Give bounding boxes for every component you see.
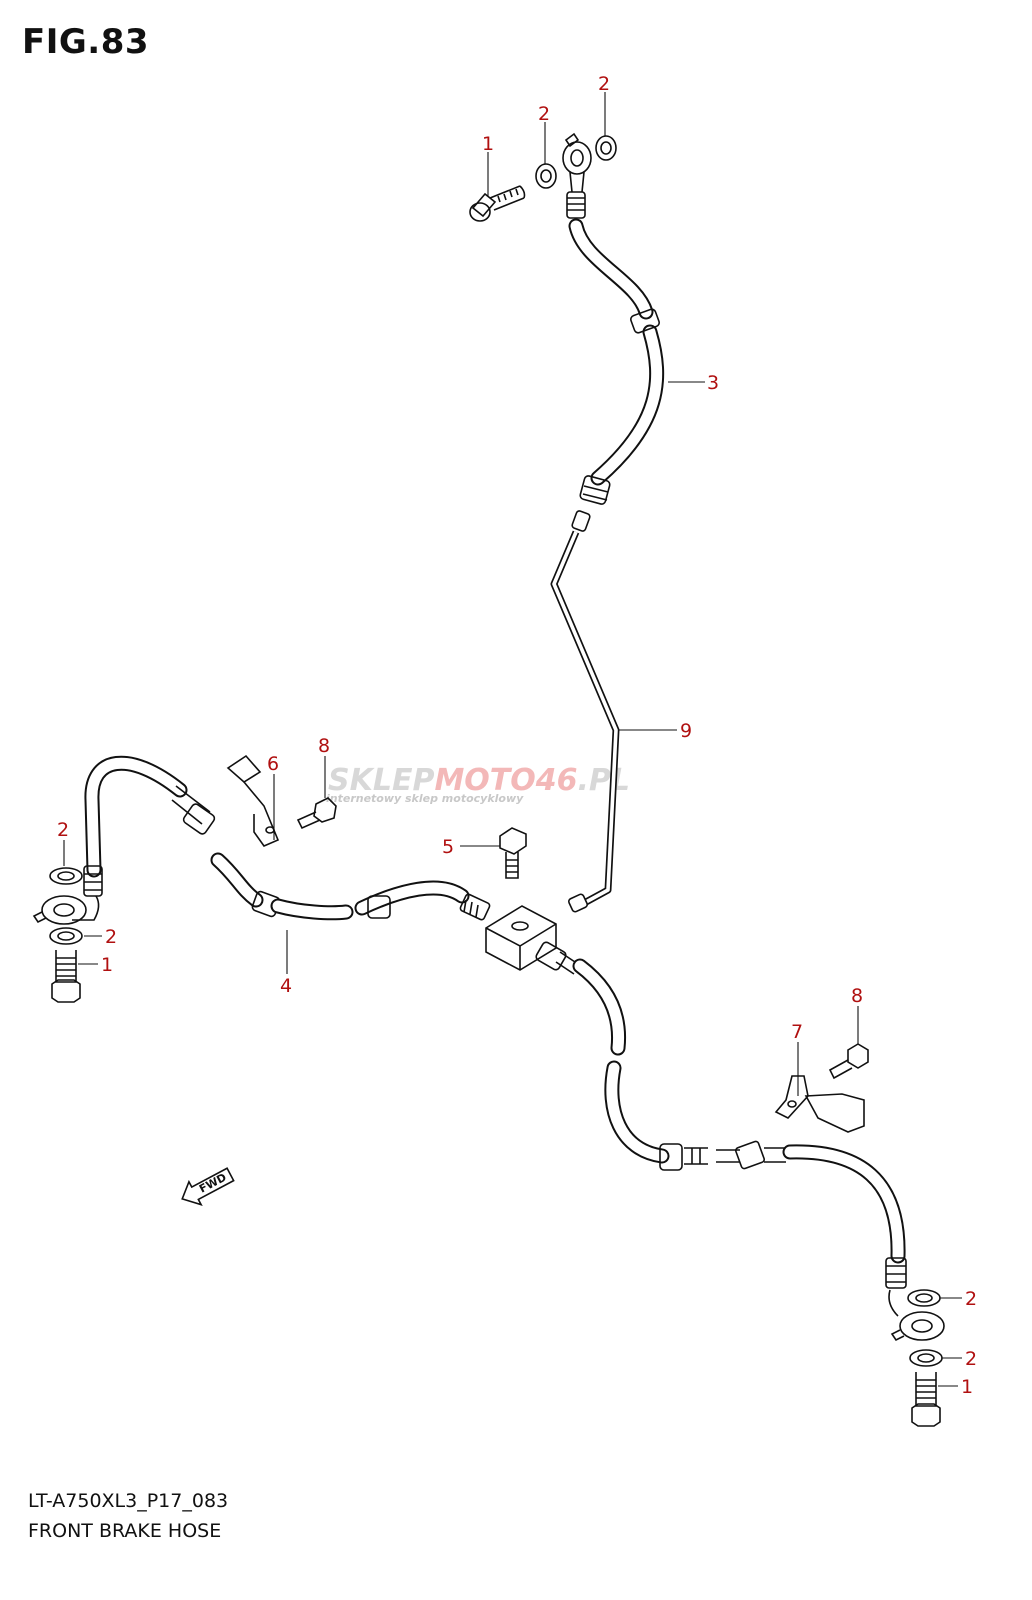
watermark-brand-red: MOTO46: [434, 763, 577, 798]
model-code: LT-A750XL3_P17_083: [28, 1490, 229, 1512]
bolt-left: [296, 797, 337, 830]
callout-hose-left: 4: [280, 975, 292, 997]
brake-hose-left: [83, 755, 491, 921]
brake-hose-right: [535, 941, 907, 1289]
junction-block: [485, 905, 557, 971]
washer-left-upper: [49, 867, 83, 885]
banjo-fitting-right: [888, 1289, 945, 1342]
leader-lines: [63, 92, 962, 1387]
callout-banjo-bolt-right: 1: [961, 1376, 973, 1398]
washer-right-upper: [907, 1289, 941, 1307]
watermark-brand-1: SKLEP: [328, 763, 434, 798]
svg-text:SKLEPMOTO46.PL: SKLEPMOTO46.PL: [328, 763, 630, 798]
callout-banjo-bolt-left: 1: [101, 954, 113, 976]
watermark-tagline: internetowy sklep motocyklowy: [326, 792, 524, 805]
watermark-brand-2: .PL: [578, 763, 631, 798]
callout-brake-pipe: 9: [680, 720, 692, 742]
brake-hose-upper: [568, 218, 665, 532]
callouts: 1 2 2 3 9 6 8 2 2 1 4 5 8 7 2 2 1: [57, 73, 977, 1398]
diagram-title: FRONT BRAKE HOSE: [28, 1520, 222, 1542]
callout-washer-right-lower: 2: [965, 1348, 977, 1370]
washer-left-lower: [49, 927, 83, 945]
washer-upper-1: [535, 163, 557, 189]
banjo-bolt-left: [51, 950, 81, 1003]
washer-upper-2: [595, 135, 617, 161]
banjo-fitting-upper: [562, 132, 592, 219]
watermark: SKLEPMOTO46.PL internetowy sklep motocyk…: [326, 763, 630, 805]
brake-pipe: [550, 530, 620, 913]
fwd-arrow: FWD: [181, 1167, 235, 1207]
bracket-right: [774, 1075, 865, 1133]
banjo-bolt-right: [911, 1372, 941, 1427]
callout-hose-upper: 3: [707, 372, 719, 394]
banjo-bolt-upper: [469, 185, 526, 222]
figure-title: FIG.83: [22, 22, 150, 62]
callout-banjo-bolt-upper: 1: [482, 133, 494, 155]
callout-washer-left-lower: 2: [105, 926, 117, 948]
bolt-right: [828, 1043, 869, 1080]
callout-bracket-right: 7: [791, 1021, 803, 1043]
junction-bolt: [499, 827, 527, 879]
callout-washer-upper-2: 2: [598, 73, 610, 95]
washer-right-lower: [909, 1349, 943, 1367]
callout-washer-left-upper: 2: [57, 819, 69, 841]
callout-washer-upper-1: 2: [538, 103, 550, 125]
callout-bracket-left: 6: [267, 753, 279, 775]
callout-bolt-right: 8: [851, 985, 863, 1007]
callout-junction-bolt: 5: [442, 836, 454, 858]
callout-bolt-left: 8: [318, 735, 330, 757]
banjo-fitting-left: [32, 895, 100, 925]
callout-washer-right-upper: 2: [965, 1288, 977, 1310]
